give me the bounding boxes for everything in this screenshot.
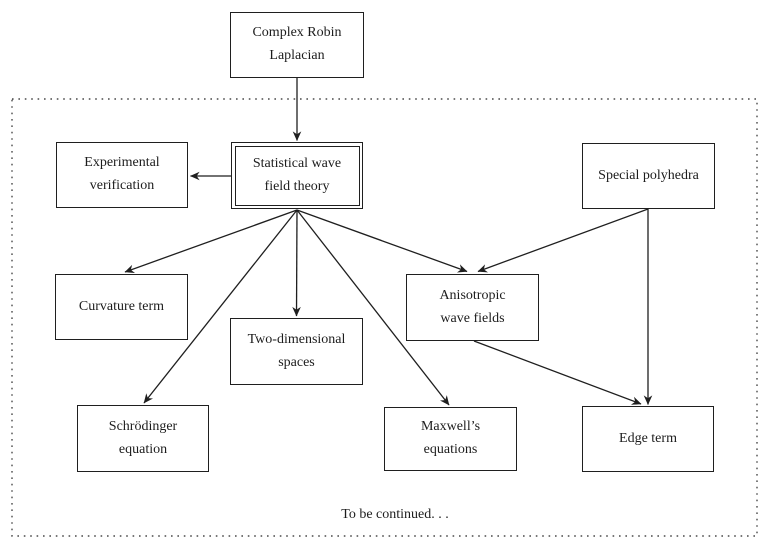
node-edge-term: Edge term (582, 406, 714, 472)
node-label-line: wave fields (440, 310, 505, 326)
node-label-line: Laplacian (269, 48, 325, 63)
edge-statistical-to-maxwells (296, 209, 450, 406)
node-label-line: Statistical wave (252, 155, 342, 171)
node-label-line: Schrödinger (108, 418, 178, 434)
node-label-line: Anisotropic (439, 287, 506, 303)
node-label-line: equation (118, 441, 168, 457)
node-label-line: spaces (278, 354, 315, 370)
node-special-polyhedra: Special polyhedra (582, 143, 715, 209)
caption-to-be-continued: To be continued. . . (341, 507, 449, 522)
node-label-line: field theory (264, 178, 330, 194)
node-label-line: verification (89, 178, 155, 193)
node-two-dimensional-spaces: Two-dimensional spaces (230, 318, 363, 385)
edge-statistical-to-curvature (124, 209, 298, 273)
continuation-region-border (11, 98, 758, 537)
edge-statistical-to-anisotropic (296, 209, 468, 273)
edge-statistical-to-two-dimensional (292, 209, 301, 317)
edge-statistical-to-schrodinger (143, 209, 298, 404)
node-curvature-term: Curvature term (55, 274, 188, 340)
node-label-line: Special polyhedra (598, 167, 699, 183)
node-complex-robin-laplacian: Complex Robin Laplacian (230, 12, 364, 78)
node-label-line: Experimental (84, 155, 160, 171)
node-label-line: Edge term (619, 430, 677, 446)
node-anisotropic-wave-fields: Anisotropic wave fields (406, 274, 539, 341)
node-label-line: equations (423, 442, 478, 457)
node-label-line: Complex Robin (252, 25, 342, 41)
node-label-line: Two-dimensional (247, 331, 346, 347)
edge-special-polyhedra-to-anisotropic (477, 208, 649, 273)
node-label-line: Maxwell’s (420, 419, 481, 435)
node-maxwells-equations: Maxwell’s equations (384, 407, 517, 471)
node-experimental-verification: Experimental verification (56, 142, 188, 208)
node-label-line: Curvature term (78, 298, 165, 314)
node-schrodinger-equation: Schrödinger equation (77, 405, 209, 472)
edge-anisotropic-to-edge-term (473, 340, 642, 405)
node-statistical-wave-field-theory: Statistical wave field theory (231, 142, 363, 209)
